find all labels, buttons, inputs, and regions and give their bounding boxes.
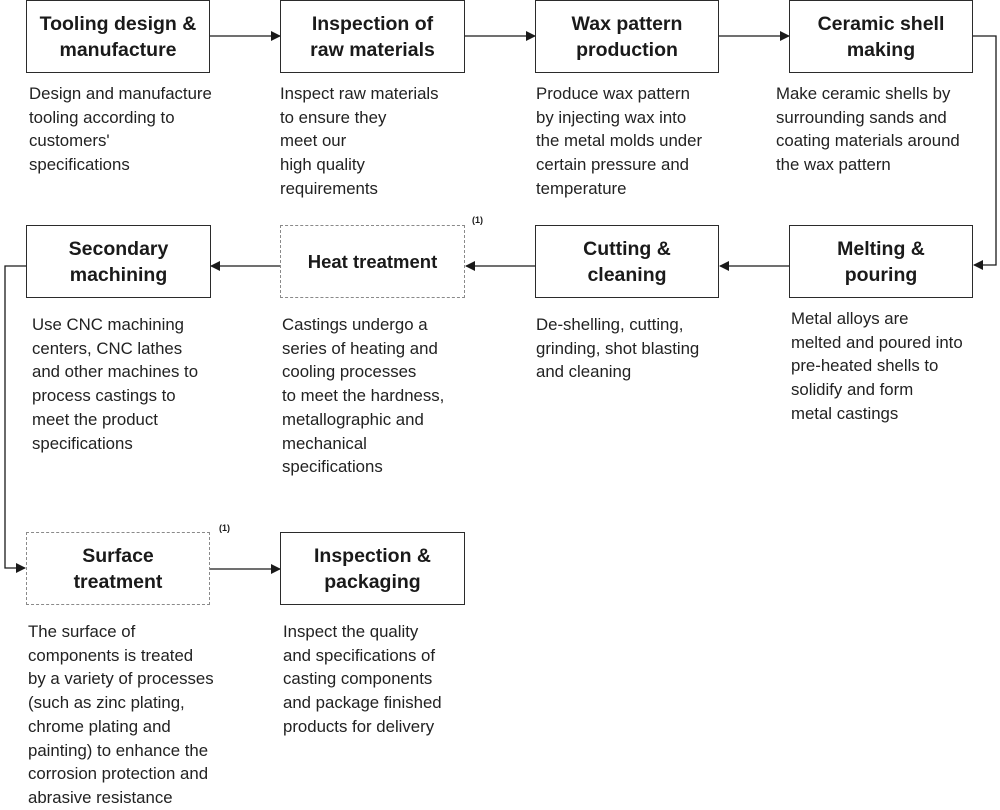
step-title: Inspection of raw materials	[310, 12, 435, 61]
step-secondary-machining: Secondary machining	[26, 225, 211, 298]
footnote-marker: (1)	[472, 215, 483, 225]
step-description: De-shelling, cutting, grinding, shot bla…	[536, 315, 700, 382]
step-title: Surface treatment	[73, 544, 163, 593]
step-description: Metal alloys are melted and poured into …	[791, 309, 963, 423]
step-description: The surface of components is treated by …	[28, 622, 214, 807]
step-description: Make ceramic shells by surrounding sands…	[776, 84, 960, 175]
arrow-ceramic-to-melting	[973, 35, 997, 270]
step-inspection-packaging: Inspection & packaging	[280, 532, 465, 605]
step-raw-material-inspection: Inspection of raw materials	[280, 0, 465, 73]
step-description: Inspect the quality and specifications o…	[283, 622, 442, 736]
footnote-marker: (1)	[219, 523, 230, 533]
arrow-secondary-to-surface	[4, 265, 26, 573]
step-tooling-design: Tooling design & manufacture	[26, 0, 210, 73]
step-ceramic-shell: Ceramic shell making	[789, 0, 973, 73]
step-title: Melting & pouring	[837, 237, 925, 286]
step-melting-pouring: Melting & pouring	[789, 225, 973, 298]
step-cutting-cleaning: Cutting & cleaning	[535, 225, 719, 298]
step-description: Design and manufacture tooling according…	[29, 84, 212, 175]
step-title: Ceramic shell making	[817, 12, 945, 61]
step-heat-treatment: Heat treatment	[280, 225, 465, 298]
step-title: Wax pattern production	[571, 12, 683, 61]
step-title: Tooling design & manufacture	[39, 12, 197, 61]
step-description: Produce wax pattern by injecting wax int…	[536, 84, 703, 198]
step-title: Cutting & cleaning	[583, 237, 671, 286]
step-description: Inspect raw materials to ensure they mee…	[280, 84, 439, 198]
step-title: Heat treatment	[307, 250, 438, 272]
step-surface-treatment: Surface treatment	[26, 532, 210, 605]
step-description: Use CNC machining centers, CNC lathes an…	[32, 315, 199, 453]
step-title: Inspection & packaging	[313, 544, 431, 593]
step-description: Castings undergo a series of heating and…	[282, 315, 445, 477]
step-title: Secondary machining	[68, 237, 169, 286]
step-wax-pattern: Wax pattern production	[535, 0, 719, 73]
